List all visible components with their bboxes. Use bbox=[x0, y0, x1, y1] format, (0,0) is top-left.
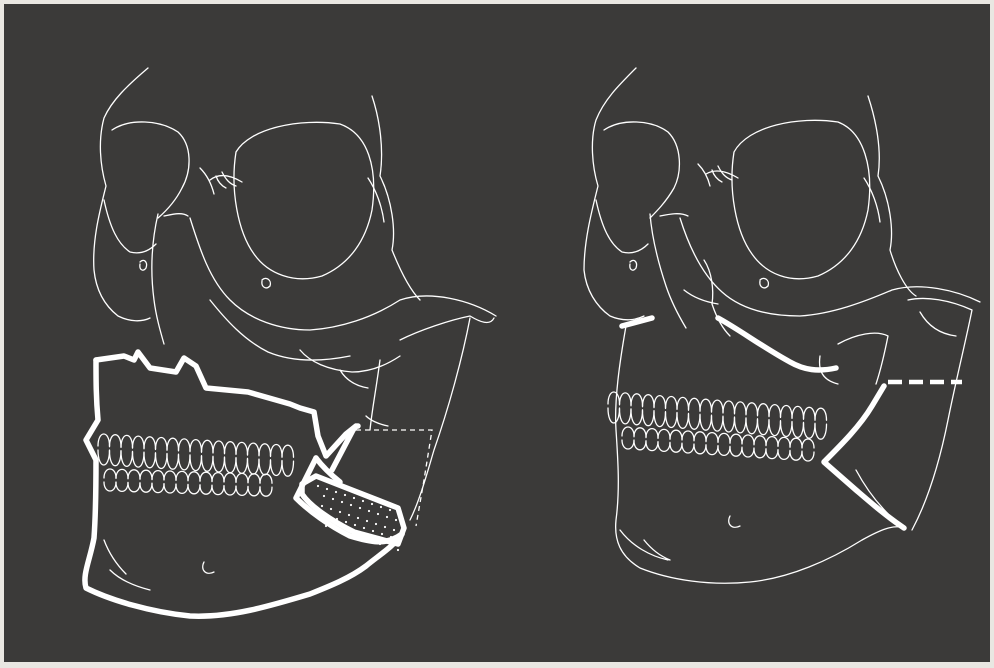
graft-dot bbox=[380, 506, 382, 508]
graft-dot bbox=[348, 514, 350, 516]
graft-dot bbox=[375, 523, 377, 525]
graft-dot bbox=[390, 536, 392, 538]
graft-dot bbox=[386, 516, 388, 518]
graft-dot bbox=[325, 525, 327, 527]
graft-dot bbox=[393, 529, 395, 531]
graft-dot bbox=[334, 528, 336, 530]
graft-dot bbox=[370, 540, 372, 542]
graft-dot bbox=[345, 521, 347, 523]
graft-dot bbox=[330, 508, 332, 510]
graft-dot bbox=[335, 491, 337, 493]
graft-dot bbox=[389, 509, 391, 511]
graft-dot bbox=[350, 504, 352, 506]
graft-dot bbox=[353, 497, 355, 499]
graft-dot bbox=[381, 533, 383, 535]
graft-dot bbox=[361, 537, 363, 539]
graft-dot bbox=[379, 543, 381, 545]
graft-dot bbox=[363, 527, 365, 529]
graft-dot bbox=[371, 503, 373, 505]
graft-dot bbox=[332, 498, 334, 500]
graft-dot bbox=[366, 520, 368, 522]
graft-dot bbox=[343, 531, 345, 533]
graft-dot bbox=[341, 501, 343, 503]
graft-dot bbox=[372, 530, 374, 532]
figure-background bbox=[4, 4, 990, 662]
graft-dot bbox=[368, 510, 370, 512]
graft-dot bbox=[344, 494, 346, 496]
graft-dot bbox=[339, 511, 341, 513]
graft-dot bbox=[354, 524, 356, 526]
graft-dot bbox=[317, 485, 319, 487]
graft-dot bbox=[397, 549, 399, 551]
graft-dot bbox=[327, 515, 329, 517]
graft-dot bbox=[399, 539, 401, 541]
graft-dot bbox=[326, 488, 328, 490]
graft-dot bbox=[321, 505, 323, 507]
graft-dot bbox=[377, 513, 379, 515]
graft-dot bbox=[336, 518, 338, 520]
graft-dot bbox=[352, 534, 354, 536]
graft-dot bbox=[388, 546, 390, 548]
graft-dot bbox=[395, 519, 397, 521]
graft-dot bbox=[359, 507, 361, 509]
graft-dot bbox=[357, 517, 359, 519]
graft-dot bbox=[384, 526, 386, 528]
graft-dot bbox=[323, 495, 325, 497]
graft-dot bbox=[362, 500, 364, 502]
